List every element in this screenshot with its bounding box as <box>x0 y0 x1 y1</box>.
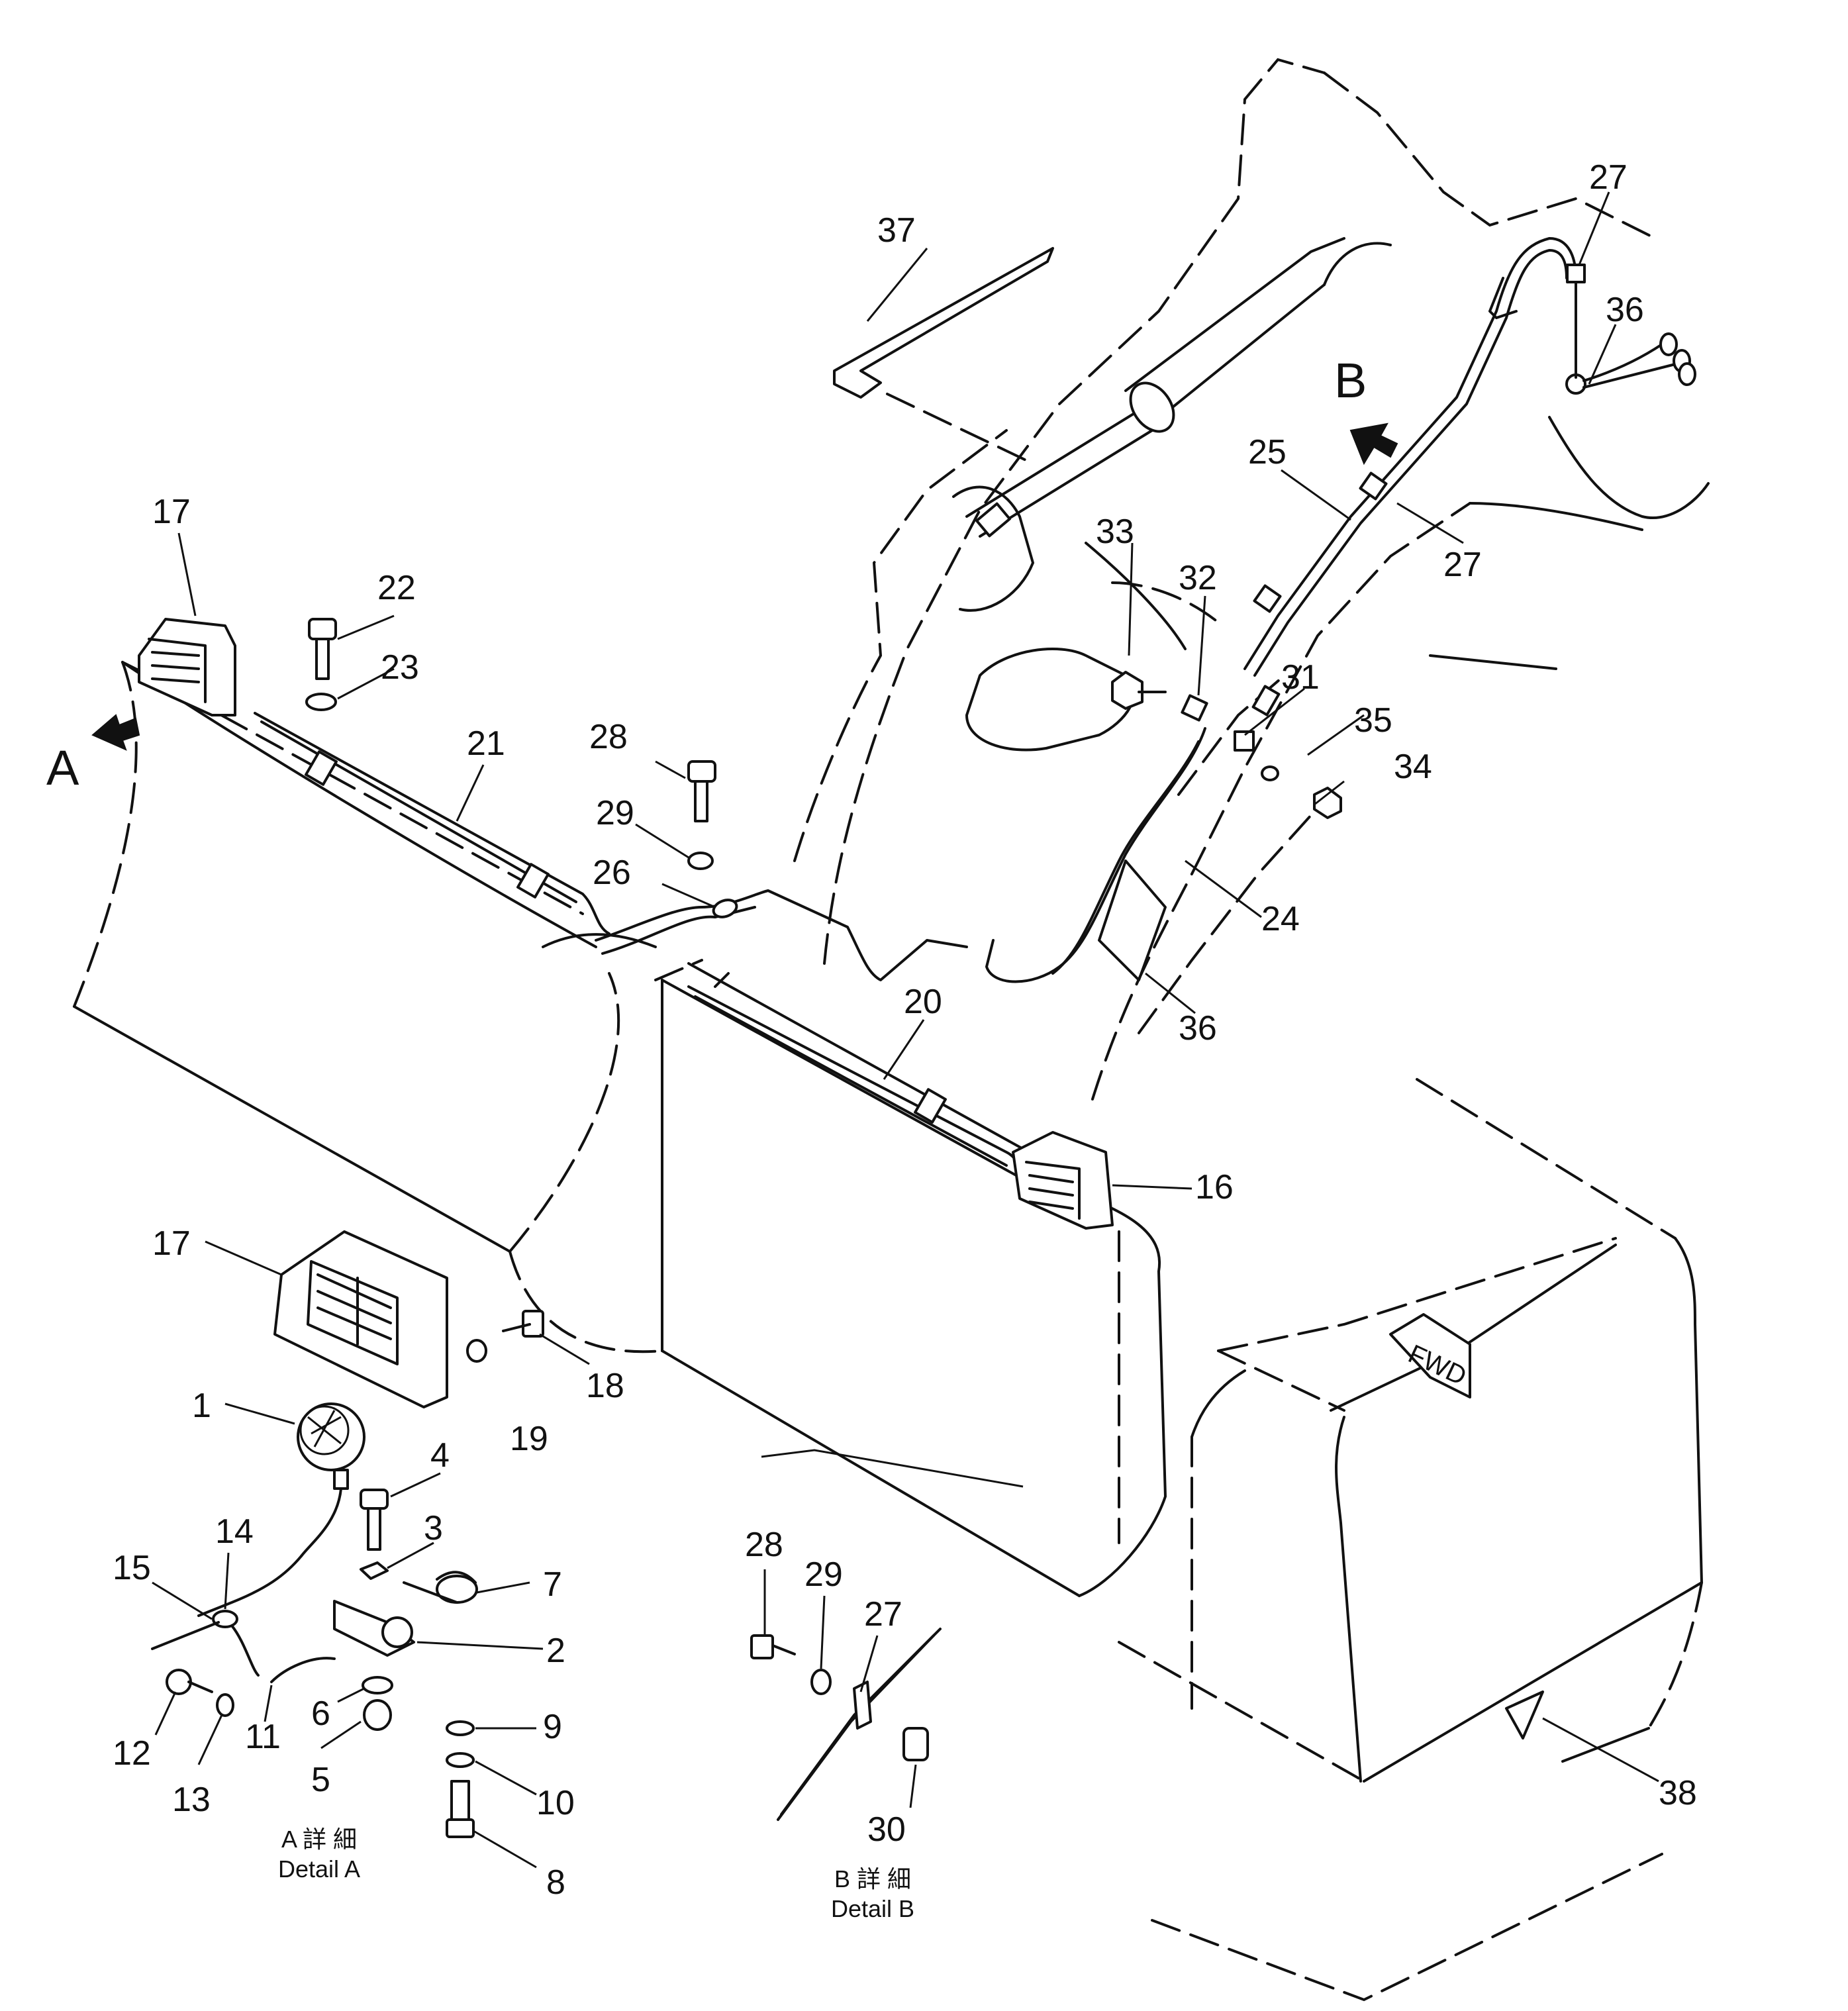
part-number: 8 <box>546 1863 565 1902</box>
part-number: 10 <box>536 1784 575 1822</box>
boom-cylinder <box>952 237 1392 650</box>
part-number: 5 <box>311 1761 330 1799</box>
detail-a-caption-jp: A 詳 細 <box>281 1826 357 1853</box>
detail-captions: A 詳 細 Detail A B 詳 細 Detail B <box>278 1826 914 1922</box>
blade <box>73 661 1167 1597</box>
view-a-arrow <box>91 714 140 751</box>
part-number: 19 <box>510 1420 548 1458</box>
part-number: 23 <box>381 648 419 687</box>
loader-arm <box>793 58 1710 1101</box>
part-number: 26 <box>593 854 631 892</box>
view-b-arrow <box>1349 422 1398 466</box>
part-number: 2 <box>546 1632 565 1670</box>
part-number: 14 <box>215 1512 254 1551</box>
part-number: 13 <box>172 1781 211 1819</box>
part-number: 17 <box>152 1224 191 1263</box>
part-number: 17 <box>152 493 191 531</box>
view-a-label: A <box>46 740 79 795</box>
detail-b-caption-en: Detail B <box>831 1895 914 1922</box>
part-number: 27 <box>1443 546 1482 584</box>
part-number: 27 <box>1589 158 1628 197</box>
fwd-sign: FWD <box>1389 1313 1471 1398</box>
part-number: 28 <box>589 718 628 756</box>
part-number: 1 <box>192 1387 211 1425</box>
part-number: 33 <box>1096 513 1134 551</box>
light-guard-16-mounted <box>1012 1131 1114 1230</box>
part-number: 3 <box>424 1509 443 1547</box>
harness-21 <box>254 712 610 935</box>
part-number: 15 <box>113 1549 151 1587</box>
view-arrows <box>91 422 1398 751</box>
part-number: 6 <box>311 1694 330 1733</box>
part-number: 16 <box>1195 1168 1234 1206</box>
triangle-decal-38 <box>1505 1691 1544 1740</box>
detail-a-caption-en: Detail A <box>278 1855 360 1883</box>
part-number: 38 <box>1659 1774 1697 1812</box>
view-b-label: B <box>1334 353 1367 408</box>
part-number: 36 <box>1606 291 1644 329</box>
detail-b-parts <box>750 1628 942 1821</box>
part-number: 35 <box>1354 701 1392 740</box>
part-number: 36 <box>1179 1009 1217 1048</box>
part-number: 29 <box>804 1555 843 1594</box>
part-number: 37 <box>877 211 916 250</box>
part-number: 28 <box>745 1526 783 1564</box>
harness-24-25 <box>985 237 1696 983</box>
part-number: 22 <box>377 569 416 607</box>
part-number: 30 <box>867 1810 906 1849</box>
part-number: 4 <box>430 1436 450 1475</box>
part-number: 34 <box>1394 748 1432 786</box>
part-number: 24 <box>1261 900 1300 938</box>
light-guard-17-mounted <box>138 618 236 716</box>
machine-body <box>1118 1078 1703 2002</box>
bracket-37 <box>833 247 1054 465</box>
part-number: 27 <box>864 1595 902 1634</box>
leader-lines <box>152 191 1659 1869</box>
part-number: 20 <box>904 983 942 1021</box>
hardware-31-35 <box>1111 671 1342 819</box>
part-number: 31 <box>1281 658 1320 697</box>
detail-a-parts <box>151 618 716 1838</box>
part-number: 9 <box>543 1708 562 1746</box>
part-number: 11 <box>245 1718 281 1756</box>
part-number: 7 <box>543 1565 562 1604</box>
part-number: 12 <box>113 1734 151 1773</box>
part-number-labels: 17 22 23 21 28 29 26 20 37 33 32 31 35 3… <box>113 158 1697 1902</box>
part-number: 18 <box>586 1367 624 1405</box>
part-number: 21 <box>467 724 505 763</box>
detail-b-caption-jp: B 詳 細 <box>834 1865 911 1892</box>
part-number: 25 <box>1248 433 1287 471</box>
part-number: 32 <box>1179 559 1217 597</box>
part-number: 29 <box>596 794 634 832</box>
